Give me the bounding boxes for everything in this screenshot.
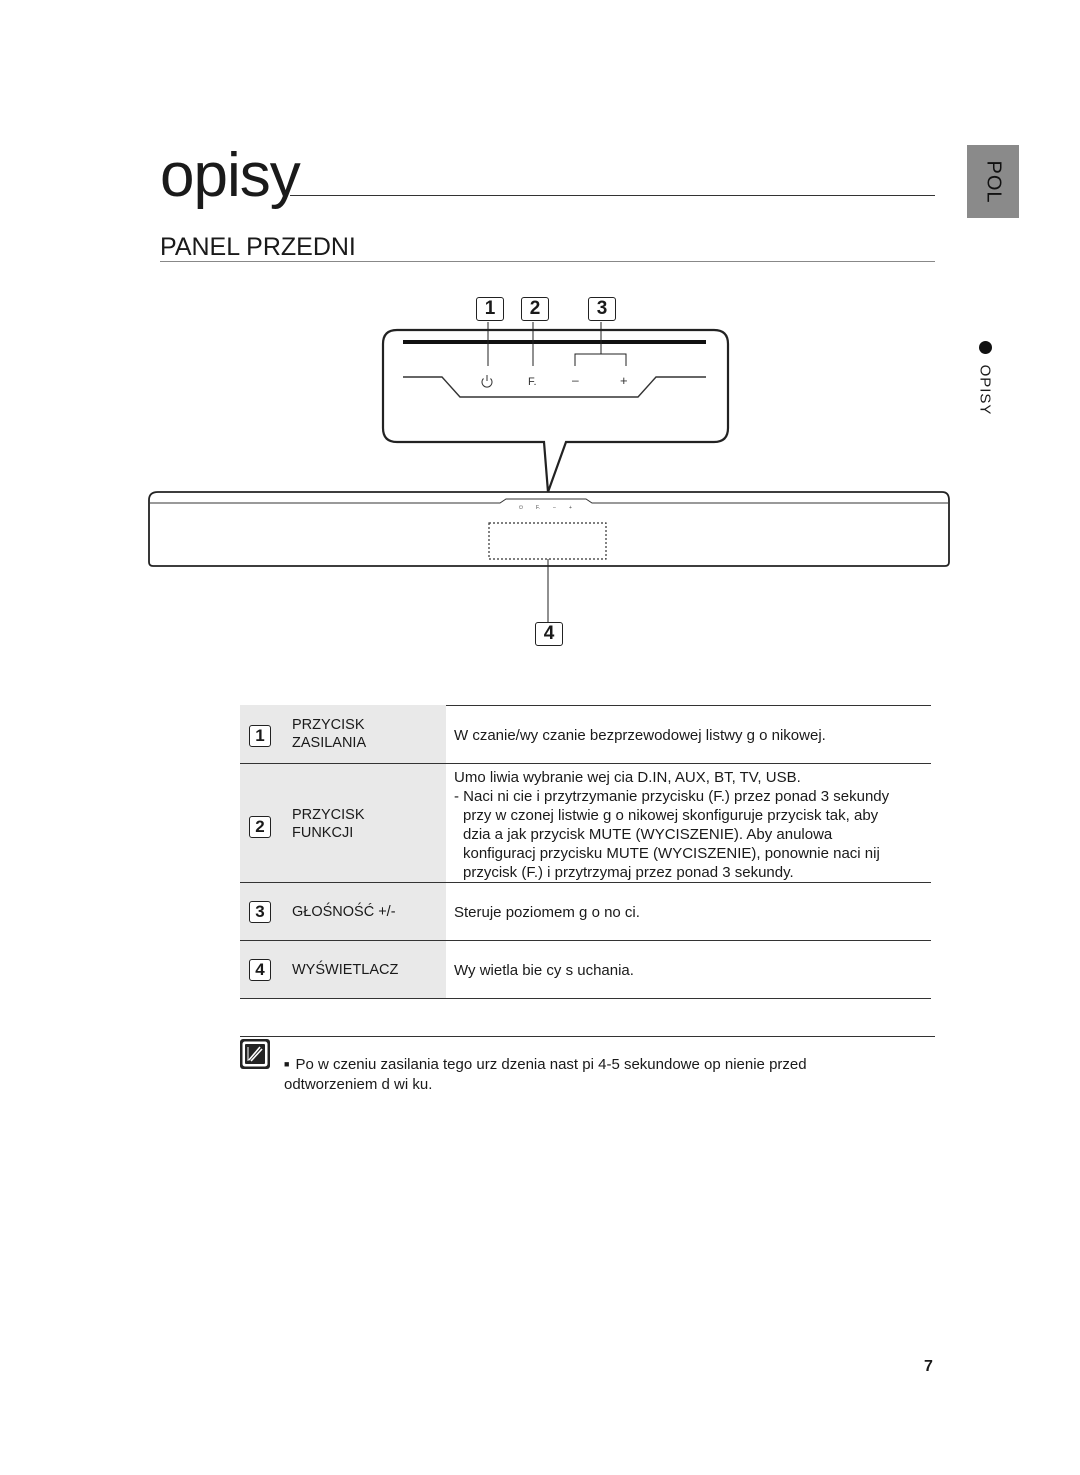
row-description: W czanie/wy czanie bezprzewodowej listwy… bbox=[454, 727, 826, 744]
note-icon bbox=[240, 1039, 270, 1069]
button-panel-outline bbox=[403, 376, 706, 398]
display-area bbox=[488, 522, 607, 560]
mini-power-label: ⏻ bbox=[519, 505, 523, 511]
note-text: ■Po w czeniu zasilania tego urz dzenia n… bbox=[284, 1056, 807, 1093]
title-rule bbox=[290, 195, 935, 196]
front-panel-diagram: F. – + ⏻ F. – + bbox=[148, 322, 950, 622]
language-tab: POL bbox=[967, 145, 1019, 218]
row-description: Wy wietla bie cy s uchania. bbox=[454, 962, 634, 979]
section-title: PANEL PRZEDNI bbox=[160, 233, 356, 261]
table-row: 4 WYŚWIETLACZ Wy wietla bie cy s uchania… bbox=[240, 941, 931, 999]
page-number: 7 bbox=[924, 1358, 933, 1375]
page-title: opisy bbox=[160, 141, 301, 210]
row-number-badge: 3 bbox=[249, 901, 271, 923]
volume-plus-label: + bbox=[620, 373, 628, 388]
row-label: GŁOŚNOŚĆ +/- bbox=[292, 904, 396, 920]
volume-minus-label: – bbox=[572, 373, 579, 387]
table-row: 3 GŁOŚNOŚĆ +/- Steruje poziomem g o no c… bbox=[240, 883, 931, 941]
mini-minus-label: – bbox=[553, 505, 556, 511]
row-number-badge: 4 bbox=[249, 959, 271, 981]
note-rule bbox=[240, 1036, 935, 1037]
row-description: Steruje poziomem g o no ci. bbox=[454, 904, 640, 921]
callout-4: 4 bbox=[535, 622, 563, 646]
section-rule bbox=[160, 261, 935, 262]
mini-plus-label: + bbox=[569, 505, 572, 511]
soundbar-body bbox=[148, 491, 950, 567]
description-table: 1 PRZYCISK ZASILANIA W czanie/wy czanie … bbox=[240, 705, 931, 999]
zoom-bubble bbox=[381, 328, 730, 493]
function-button-label: F. bbox=[528, 376, 537, 388]
row-description: Umo liwia wybranie wej cia D.IN, AUX, BT… bbox=[454, 769, 890, 881]
callout-1: 1 bbox=[476, 297, 504, 321]
mini-function-label: F. bbox=[536, 505, 540, 511]
power-icon bbox=[481, 375, 493, 388]
row-label: PRZYCISK FUNKCJI bbox=[292, 807, 365, 841]
row-label: WYŚWIETLACZ bbox=[292, 962, 399, 978]
table-row: 1 PRZYCISK ZASILANIA W czanie/wy czanie … bbox=[240, 705, 931, 764]
row-label: PRZYCISK ZASILANIA bbox=[292, 717, 367, 751]
soundbar-top-edge bbox=[150, 498, 948, 504]
callout-3: 3 bbox=[588, 297, 616, 321]
row-number-badge: 1 bbox=[249, 725, 271, 747]
row-number-badge: 2 bbox=[249, 816, 271, 838]
callout-2: 2 bbox=[521, 297, 549, 321]
section-marker-dot bbox=[979, 341, 992, 354]
table-row: 2 PRZYCISK FUNKCJI Umo liwia wybranie we… bbox=[240, 764, 931, 883]
note-bullet: ■ bbox=[284, 1059, 290, 1069]
